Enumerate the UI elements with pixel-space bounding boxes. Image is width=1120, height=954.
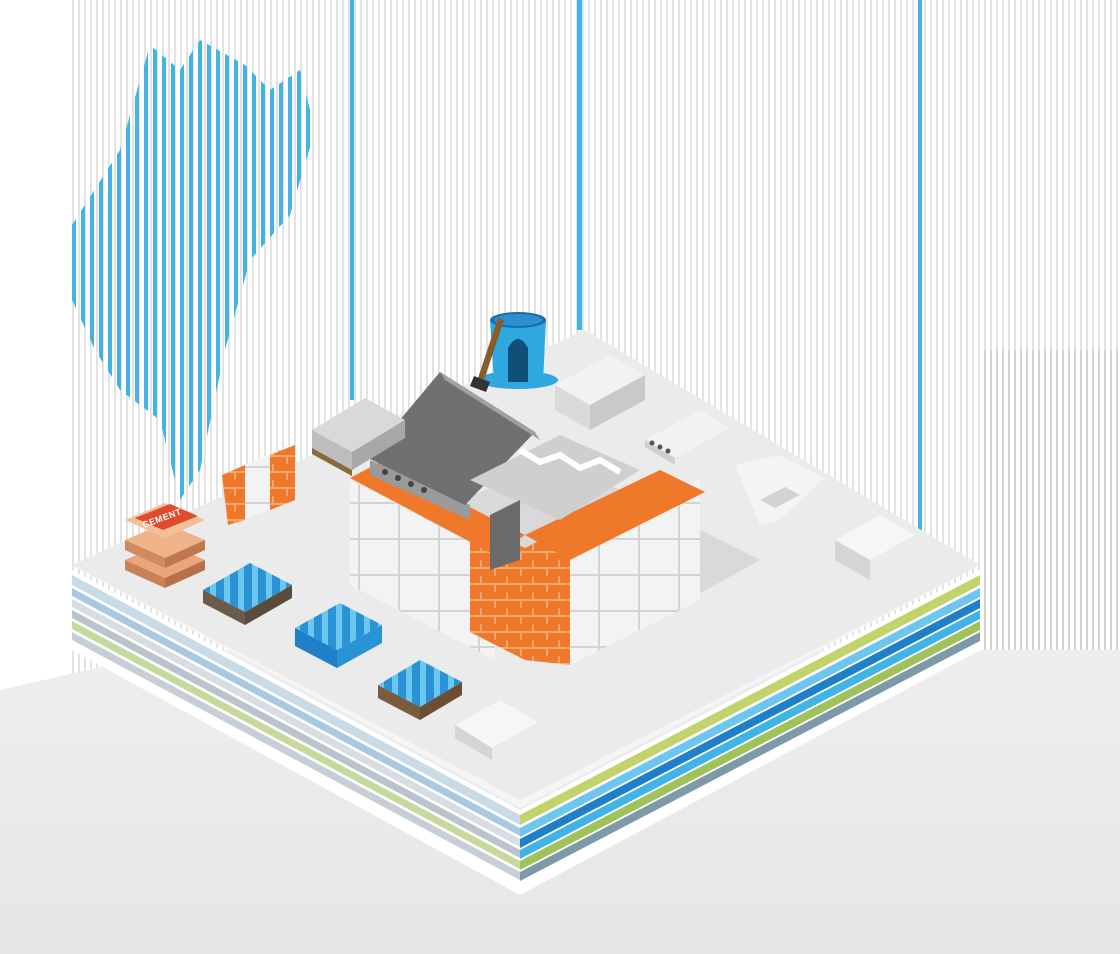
stairs-module [735,455,825,525]
blue-stripe-cluster [72,40,315,500]
house [350,372,705,665]
roof-tiles-icon [203,563,462,720]
platform-layers [72,570,980,895]
brick-wall-icon [222,445,295,525]
hollow-slab-icon [555,355,730,465]
cement-bags-icon: CEMENT [125,503,205,588]
curb-stone-icon [455,515,915,760]
brick-pallet-icon [312,398,405,476]
brush-icon [470,318,504,392]
paint-bucket-icon [478,312,558,389]
staircase-icon [470,435,640,520]
